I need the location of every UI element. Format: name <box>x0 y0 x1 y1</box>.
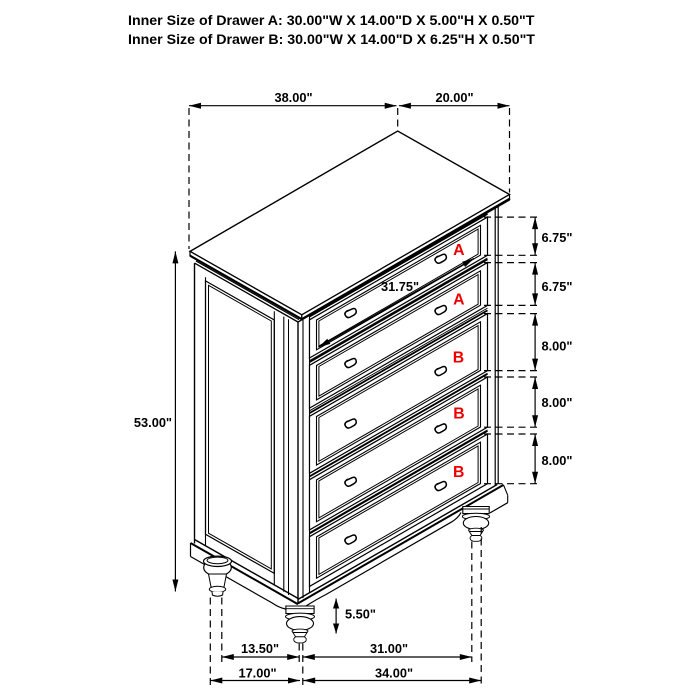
svg-text:B: B <box>453 349 464 366</box>
svg-text:5.50": 5.50" <box>345 607 376 622</box>
svg-text:20.00": 20.00" <box>435 90 473 105</box>
svg-text:B: B <box>453 464 464 481</box>
svg-text:31.00": 31.00" <box>370 641 408 656</box>
svg-text:53.00": 53.00" <box>134 415 172 430</box>
svg-text:17.00": 17.00" <box>238 666 276 681</box>
svg-text:34.00": 34.00" <box>375 666 413 681</box>
svg-text:A: A <box>453 292 464 309</box>
svg-text:13.50": 13.50" <box>241 641 279 656</box>
svg-text:31.75": 31.75" <box>381 279 419 294</box>
svg-text:8.00": 8.00" <box>542 453 573 468</box>
svg-text:8.00": 8.00" <box>542 338 573 353</box>
svg-text:B: B <box>453 406 464 423</box>
svg-text:A: A <box>453 242 464 259</box>
svg-text:8.00": 8.00" <box>542 395 573 410</box>
svg-text:38.00": 38.00" <box>274 90 312 105</box>
svg-text:6.75": 6.75" <box>542 279 573 294</box>
svg-text:6.75": 6.75" <box>542 230 573 245</box>
